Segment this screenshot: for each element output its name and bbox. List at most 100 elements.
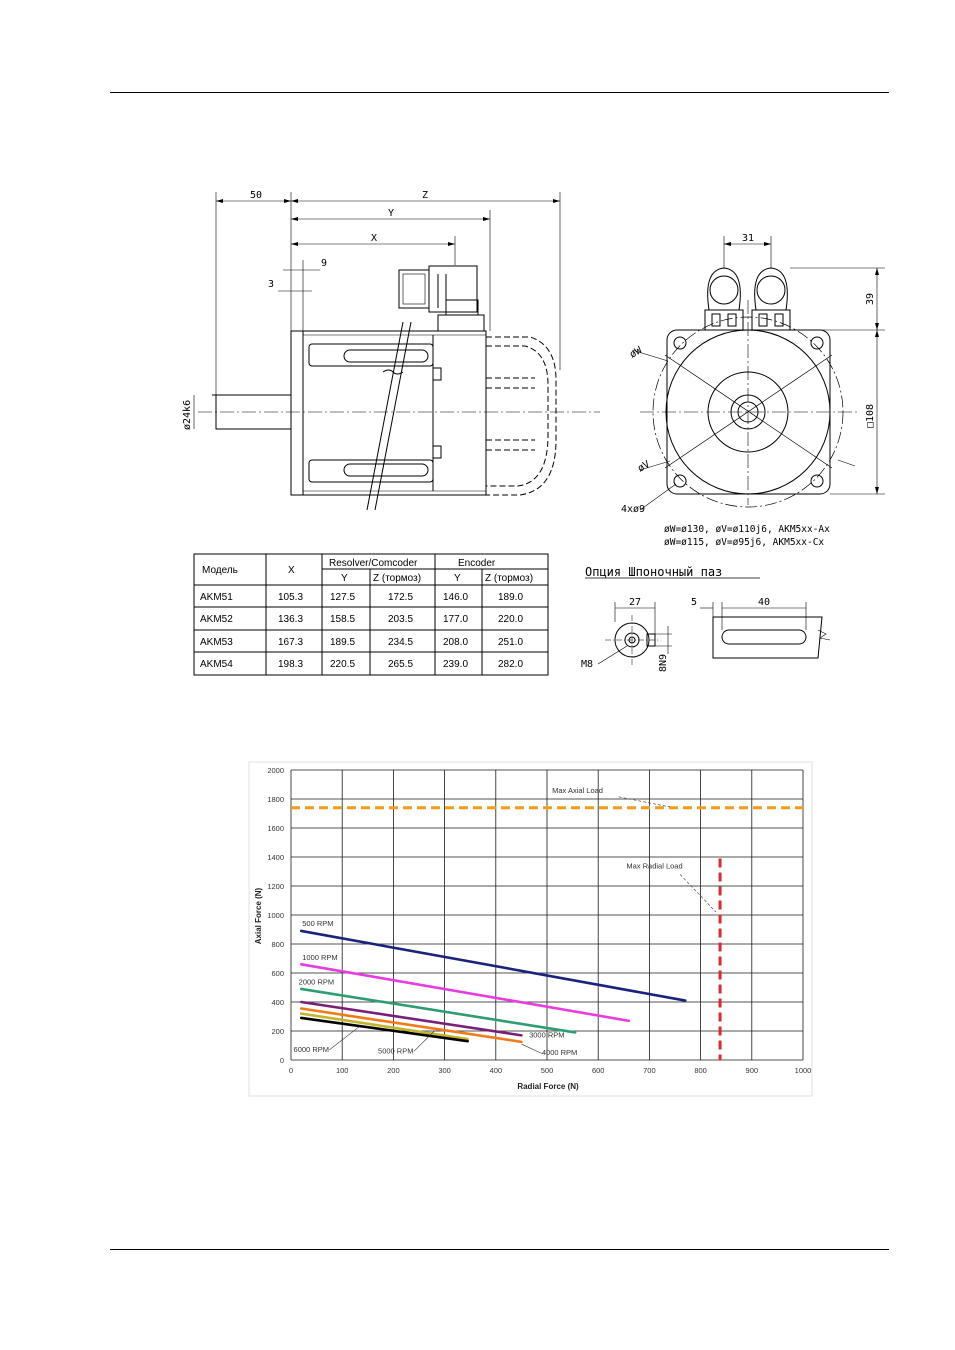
table-header-model: Модель (202, 565, 238, 576)
table-header-x: X (288, 565, 295, 576)
table-cell: 172.5 (388, 592, 413, 603)
table-cell: 220.0 (498, 614, 523, 625)
chart-x-tick-label: 0 (289, 1066, 293, 1075)
table-cell-model: AKM51 (200, 592, 233, 603)
chart-x-tick-label: 300 (438, 1066, 451, 1075)
holes-label: 4xø9 (621, 504, 645, 515)
chart-series-label: 1000 RPM (302, 953, 337, 962)
diameter-v-label: øV (636, 459, 652, 475)
table-cell: 234.5 (388, 637, 413, 648)
table-cell-model: AKM53 (200, 637, 233, 648)
chart-series-label: 5000 RPM (378, 1046, 413, 1055)
max-axial-load-leader (618, 796, 670, 808)
table-cell: 105.3 (278, 592, 303, 603)
chart-y-tick-label: 1200 (267, 882, 284, 891)
keyway-dim-8n9: 8N9 (658, 654, 669, 672)
series-leader (521, 1043, 543, 1054)
table-cell: 282.0 (498, 659, 523, 670)
chart-x-tick-label: 800 (694, 1066, 707, 1075)
shaft-diameter-label: ø24k6 (182, 400, 193, 430)
chart-series-label: 3000 RPM (529, 1031, 564, 1040)
max-radial-load-leader (679, 874, 717, 913)
table-cell: 127.5 (330, 592, 355, 603)
chart-series-line (299, 987, 577, 1034)
chart-series-line (299, 962, 631, 1023)
keyway-option: Опция Шпоночный паз 27 (581, 565, 831, 672)
table-cell-model: AKM52 (200, 614, 233, 625)
header-rule (110, 92, 889, 93)
table-cell: 189.0 (498, 592, 523, 603)
keyway-dim-40: 40 (758, 597, 770, 608)
table-header-encoder-y: Y (454, 573, 461, 584)
chart-y-tick-label: 0 (280, 1056, 284, 1065)
chart-y-tick-label: 1800 (267, 795, 284, 804)
dim-z-label: Z (422, 190, 428, 201)
chart-x-tick-label: 600 (592, 1066, 605, 1075)
chart-y-tick-label: 1600 (267, 824, 284, 833)
chart-y-tick-label: 2000 (267, 766, 284, 775)
keyway-dim-m8: M8 (581, 659, 593, 670)
keyway-title: Опция Шпоночный паз (585, 565, 722, 579)
chart-series-line (299, 1016, 469, 1043)
table-cell: 251.0 (498, 637, 523, 648)
table-cell: 146.0 (443, 592, 468, 603)
chart-ticks: 0 100 200 300 400 500 600 700 800 900 1000 0 200 400 6… (267, 766, 811, 1075)
chart-series-label: 500 RPM (302, 919, 333, 928)
dim-50-label: 50 (250, 190, 262, 201)
table-cell: 208.0 (443, 637, 468, 648)
chart-x-tick-label: 400 (490, 1066, 503, 1075)
dim-39-label: 39 (865, 293, 876, 305)
dim-31-label: 31 (742, 233, 754, 244)
side-view-drawing (193, 192, 600, 511)
chart-y-tick-label: 200 (271, 1027, 284, 1036)
chart-x-tick-label: 500 (541, 1066, 554, 1075)
dim-3-label: 3 (268, 279, 274, 290)
dim-y-label: Y (388, 208, 394, 219)
chart-x-axis-label: Radial Force (N) (517, 1082, 579, 1091)
front-view-arrows (724, 242, 879, 494)
chart-y-tick-label: 1400 (267, 853, 284, 862)
table-header-resolver-y: Y (341, 573, 348, 584)
chart-series-line (299, 1012, 469, 1041)
chart-series (291, 806, 803, 1060)
series-leader (329, 1025, 361, 1051)
variant-note-ax: øW=ø130, øV=ø110j6, AKM5xx-Ax (664, 524, 830, 535)
dimension-table: Модель X Resolver/Comcoder Encoder Y Z (… (193, 553, 549, 676)
table-cell: 167.3 (278, 637, 303, 648)
table-header-resolver-z: Z (тормоз) (373, 573, 421, 584)
chart-x-tick-label: 900 (746, 1066, 759, 1075)
table-cell: 220.5 (330, 659, 355, 670)
chart-series-line (299, 1000, 523, 1037)
chart-y-tick-label: 400 (271, 998, 284, 1007)
table-cell: 203.5 (388, 614, 413, 625)
chart-series-line (299, 929, 687, 1002)
table-header-encoder: Encoder (458, 558, 496, 569)
table-header-resolver: Resolver/Comcoder (329, 558, 418, 569)
table-cell: 158.5 (330, 614, 355, 625)
chart-y-tick-label: 800 (271, 940, 284, 949)
series-leader (413, 1030, 435, 1052)
front-view-drawing (631, 236, 885, 511)
side-view-arrows (216, 199, 560, 246)
chart-x-tick-label: 200 (387, 1066, 400, 1075)
chart-series-label: 4000 RPM (542, 1048, 577, 1057)
chart-y-tick-label: 600 (271, 969, 284, 978)
keyway-dim-5: 5 (691, 597, 697, 608)
table-cell: 239.0 (443, 659, 468, 670)
chart-x-tick-label: 700 (643, 1066, 656, 1075)
table-cell: 136.3 (278, 614, 303, 625)
load-chart: 0 100 200 300 400 500 600 700 800 900 1000 0 200 400 6… (248, 761, 813, 1097)
chart-series-line (299, 1007, 523, 1044)
variant-note-cx: øW=ø115, øV=ø95j6, AKM5xx-Cx (664, 537, 824, 548)
chart-y-axis-label: Axial Force (N) (254, 887, 263, 944)
dim-108-label: □108 (865, 404, 876, 428)
chart-x-tick-label: 100 (336, 1066, 349, 1075)
dim-x-label: X (371, 233, 377, 244)
table-cell: 265.5 (388, 659, 413, 670)
footer-rule (110, 1249, 889, 1250)
table-cell: 177.0 (443, 614, 468, 625)
chart-series-label: 6000 RPM (294, 1045, 329, 1054)
chart-y-tick-label: 1000 (267, 911, 284, 920)
